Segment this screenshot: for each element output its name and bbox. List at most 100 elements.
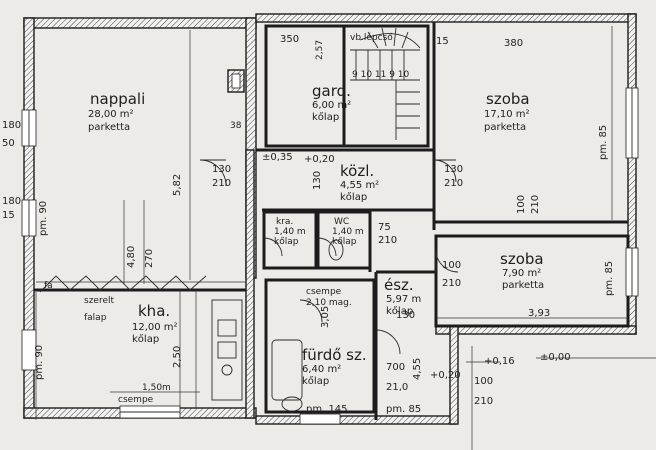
room-area: 17,10 m² [484,109,530,120]
room-area: 7,90 m² [502,268,541,279]
room-floor: kőlap [274,237,299,247]
annotation-stair-steps: 9 10 11 9 10 [352,70,410,80]
dim-393: 3,93 [528,308,550,319]
room-floor: kőlap [386,305,413,317]
dim-305: 3,05 [320,306,331,328]
room-area: 12,00 m² [132,322,178,333]
dim-pm85-b: pm. 85 [604,261,615,296]
dim-100-b: 100 [442,260,461,271]
room-wc: WC 1,40 m kőlap [332,217,364,247]
room-floor: kőlap [340,191,367,203]
room-kozl: közl. 4,55 m² kőlap [340,162,379,203]
dim-270: 270 [144,249,155,268]
dim-210-c: 210 [530,195,541,214]
dim-020: +0,20 [304,154,335,165]
room-name: szoba [500,250,544,268]
dim-100-a: 100 [516,195,527,214]
dim-700: 700 [386,362,405,373]
dim-130-d: 130 [396,310,415,321]
annotation-bath-csempe-height: 2,10 mag. [306,298,352,308]
dim-020-b: +0,20 [430,370,461,381]
dim-016: +0,16 [484,356,515,367]
room-name: szoba [486,90,530,108]
room-area: 28,00 m² [88,109,134,120]
dim-pm85-a: pm. 85 [598,125,609,160]
dim-257: 2,57 [315,40,325,60]
windows [21,87,639,425]
dim-350: 350 [280,34,299,45]
room-area: 5,97 m [386,294,421,305]
room-esz: ész. 5,97 m kőlap [384,276,421,317]
dim-38: 38 [230,121,242,131]
annotation-csempe-height: 1,50m [142,383,171,393]
dim-035: ±0,35 [262,152,293,163]
dim-100-c: 100 [474,376,493,387]
room-nappali: nappali 28,00 m² parketta [88,90,145,133]
room-floor: parketta [484,122,526,133]
room-area: 4,55 m² [340,180,379,191]
staircase [350,27,421,140]
room-kha: kha. 12,00 m² kőlap [132,302,178,345]
dim-210-e: 210 [442,278,461,289]
dim-75: 75 [378,222,391,233]
annotations: szerelt falap fa 1,50m csempe csempe 2,1… [44,32,410,405]
room-floor: kőlap [132,333,159,345]
room-szoba-2: szoba 7,90 m² parketta [500,250,544,291]
dim-582: 5,82 [172,174,183,196]
dim-210-a: 210 [212,178,231,189]
room-floor: parketta [502,280,544,291]
room-name: gard. [312,82,351,100]
dim-130-b: 130 [312,171,323,190]
room-area: 6,00 m² [312,100,351,111]
dimension-lines [35,26,656,450]
dim-210-d: 210 [378,235,397,246]
room-floor: parketta [88,122,130,133]
annotation-bath-csempe: csempe [306,287,342,297]
dim-15-b: 15 [2,210,15,221]
interior-walls [34,22,630,420]
dim-pm145: pm. 145 [306,404,348,415]
room-kamra: kra. 1,40 m kőlap [274,217,306,247]
dim-380: 380 [504,38,523,49]
annotation-csempe: csempe [118,395,154,405]
dim-50: 50 [2,138,15,149]
room-furdo: fürdő sz. 6,40 m² kőlap [302,346,367,387]
room-name: WC [334,217,349,227]
dim-250: 2,50 [172,346,183,368]
room-name: közl. [340,162,374,180]
room-szoba-1: szoba 17,10 m² parketta [484,90,530,133]
room-name: ész. [384,276,414,294]
fixtures [211,69,344,412]
room-name: fürdő sz. [302,346,367,364]
room-area: 1,40 m [332,227,364,237]
room-gard: gard. 6,00 m² kőlap [312,82,351,123]
room-name: kha. [138,302,170,320]
dim-130-c: 130 [444,164,463,175]
dim-210-b: 210 [444,178,463,189]
room-floor: kőlap [332,237,357,247]
annotation-stair: vb.lépcső [350,32,393,43]
dim-180-b: 180 [2,196,21,207]
dim-210-f: 21,0 [386,382,408,393]
dim-180-a: 180 [2,120,21,131]
dim-000: ±0,00 [540,352,571,363]
dim-pm90-a: pm. 90 [38,201,49,236]
room-area: 1,40 m [274,227,306,237]
dim-pm90-b: pm. 90 [34,345,45,380]
dim-130-a: 130 [212,164,231,175]
room-floor: kőlap [302,375,329,387]
dimensions: 350 2,57 15 380 5,82 4,80 270 130 210 ±0… [2,34,615,415]
room-name: kra. [276,217,293,227]
room-area: 6,40 m² [302,364,341,375]
annotation-falap: falap [84,313,107,323]
dim-15: 15 [436,36,449,47]
dim-455: 4,55 [412,358,423,380]
dim-480: 4,80 [126,246,137,268]
dim-pm85-c: pm. 85 [386,404,421,415]
room-name: nappali [90,90,145,108]
annotation-szerelt: szerelt [84,296,114,306]
annotation-fa: fa [44,281,53,291]
dim-210-g: 210 [474,396,493,407]
